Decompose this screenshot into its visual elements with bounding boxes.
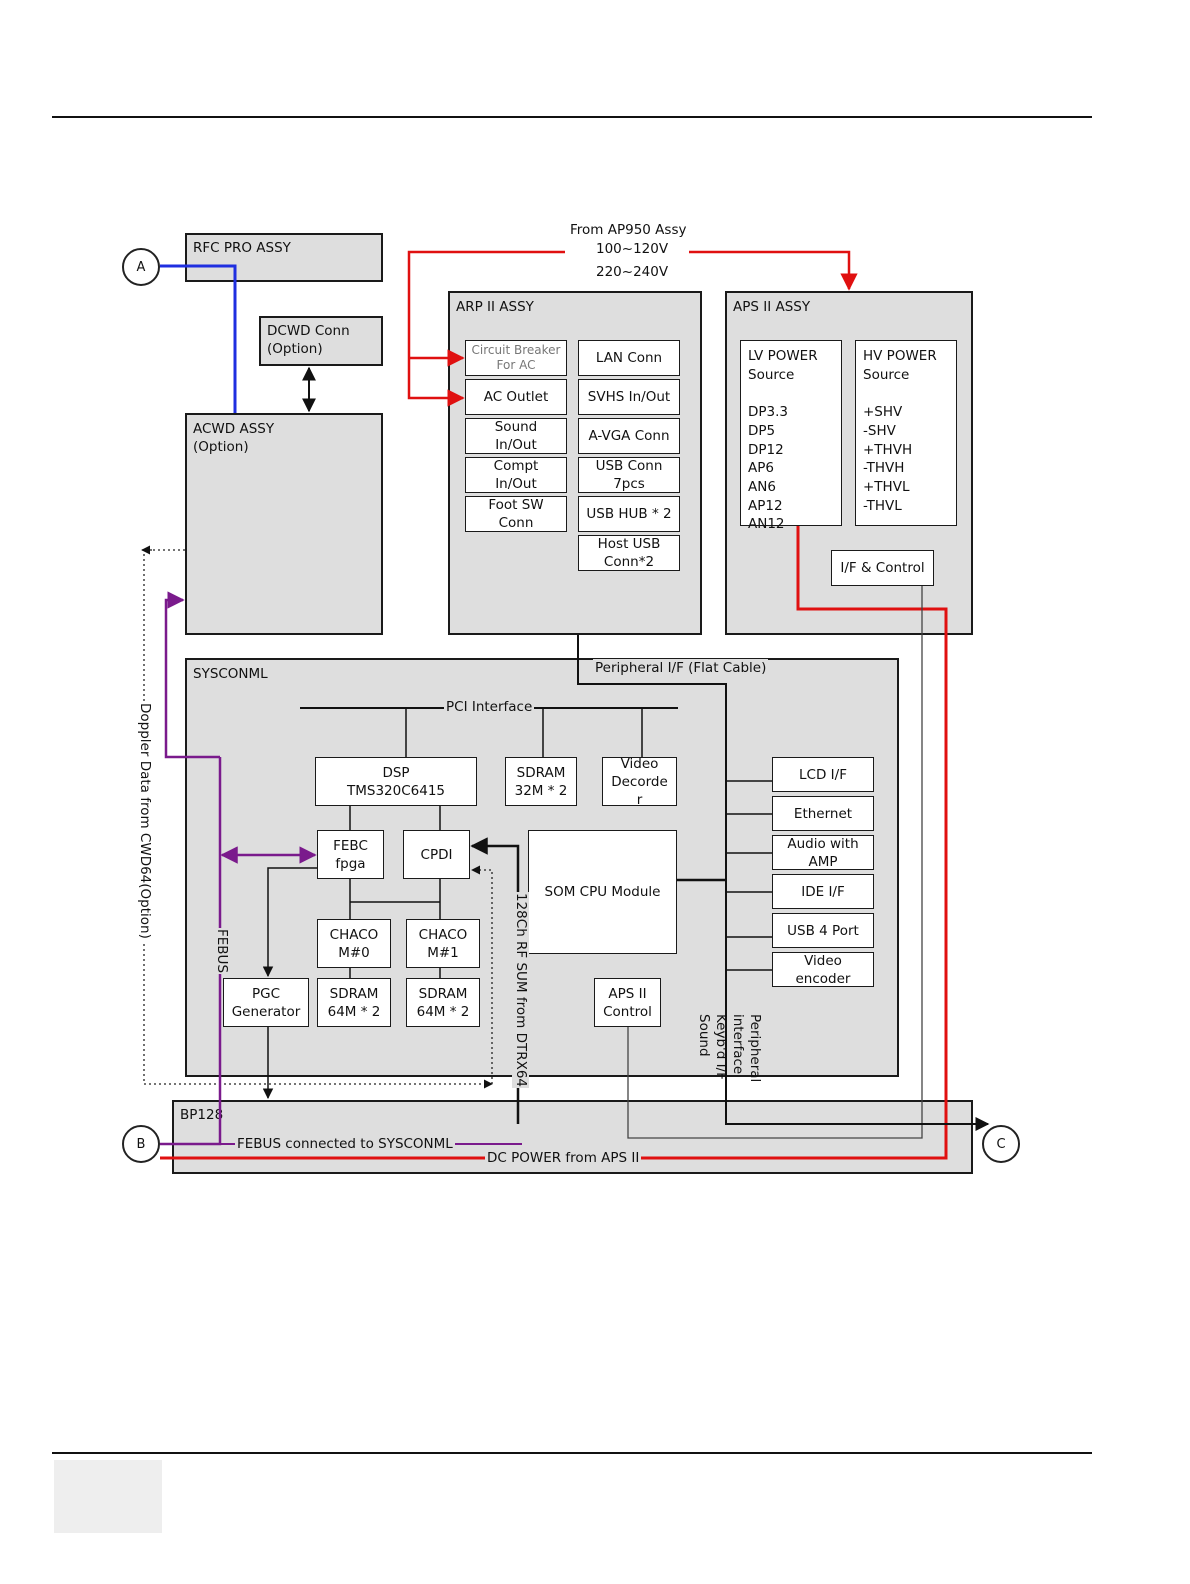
ac-outlet-box: AC Outlet [465, 379, 567, 415]
usb-4-port-box: USB 4 Port [772, 913, 874, 948]
if-control-box: I/F & Control [831, 550, 934, 586]
doppler-to-cpdi-dotted [471, 865, 493, 1084]
power-voltage-2: 220~240V [594, 263, 671, 281]
hv-power-box [855, 340, 957, 526]
peripheral-interface-label: Peripheral interface Keyb'd I/F Sound [696, 1014, 763, 1083]
ethernet-box: Ethernet [772, 796, 874, 831]
lv-power-label: LV POWER Source DP3.3 DP5 DP12 AP6 AN6 A… [748, 348, 818, 533]
lv-power-box [740, 340, 842, 526]
sound-in-out-box: Sound In/Out [465, 418, 567, 454]
if-control-wire [627, 586, 923, 1139]
aps-ii-control-box: APS II Control [594, 978, 661, 1027]
chaco-m1-box: CHACO M#1 [406, 919, 480, 968]
connector-c: C [982, 1125, 1020, 1163]
som-cpu-module-box: SOM CPU Module [528, 830, 677, 954]
pci-interface-label: PCI Interface [444, 698, 535, 716]
system-block-diagram: SYSCONML BP128 RFC PRO ASSY DCWD Conn (O… [104, 208, 1044, 1200]
doppler-dotted-path [143, 549, 493, 1089]
connector-b: B [122, 1125, 160, 1163]
febus-connected-label: FEBUS connected to SYSCONML [235, 1135, 455, 1153]
dcwd-conn-label: DCWD Conn (Option) [267, 323, 350, 357]
dsp-box: DSP TMS320C6415 [315, 757, 477, 806]
video-decoder-box: Video Decorde r [602, 756, 677, 808]
som-peripheral-branches [726, 780, 772, 971]
chaco-m0-box: CHACO M#0 [317, 919, 391, 968]
pgc-generator-box: PGC Generator [223, 978, 309, 1027]
wiring-layer [141, 250, 990, 1160]
acwd-assy-box [185, 413, 383, 635]
lan-conn-box: LAN Conn [578, 340, 680, 376]
host-usb-conn-box: Host USB Conn*2 [578, 535, 680, 571]
rfc-pro-assy-box [185, 233, 383, 282]
lv-power-wire [160, 526, 948, 1160]
febc-pgc-wire [262, 867, 317, 978]
acwd-assy-label: ACWD ASSY (Option) [193, 421, 275, 455]
cpdi-box: CPDI [403, 830, 470, 879]
usb-hub-box: USB HUB * 2 [578, 496, 680, 532]
sdram-64m-b-box: SDRAM 64M * 2 [406, 978, 480, 1027]
aps-assy-title: APS II ASSY [733, 299, 811, 315]
usb-conn-box: USB Conn 7pcs [578, 457, 680, 493]
peripheral-flat-cable [577, 635, 990, 1131]
circuit-breaker-box: Circuit Breaker For AC [465, 340, 567, 376]
svhs-in-out-box: SVHS In/Out [578, 379, 680, 415]
footer-rule [52, 1452, 1092, 1454]
lcd-if-box: LCD I/F [772, 757, 874, 792]
ac-in-wire-right [689, 250, 858, 291]
connector-a: A [122, 248, 160, 286]
ide-if-box: IDE I/F [772, 874, 874, 909]
doppler-data-label: Doppler Data from CWD64(Option) [136, 701, 153, 941]
video-encoder-box: Video encoder [772, 952, 874, 987]
power-voltage-1: 100~120V [594, 240, 671, 258]
page-number-tab [54, 1460, 162, 1533]
rfc-pro-assy-label: RFC PRO ASSY [193, 240, 291, 256]
ac-in-wire-left [407, 250, 565, 407]
febus-wire [160, 757, 222, 1146]
rf-sum-label: 128Ch RF SUM from DTRX64 [512, 892, 529, 1089]
foot-sw-conn-box: Foot SW Conn [465, 496, 567, 532]
bp128-title: BP128 [180, 1107, 224, 1123]
a-vga-conn-box: A-VGA Conn [578, 418, 680, 454]
dsp-drops [349, 806, 441, 830]
rfc-link-wire [160, 264, 237, 413]
febus-label: FEBUS [213, 928, 230, 975]
arp-assy-title: ARP II ASSY [456, 299, 534, 315]
power-source-label: From AP950 Assy [568, 221, 689, 239]
hv-power-label: HV POWER Source +SHV -SHV +THVH -THVH +T… [863, 348, 937, 514]
header-rule [52, 116, 1092, 118]
peripheral-flat-cable-label: Peripheral I/F (Flat Cable) [593, 659, 769, 677]
sysconml-title: SYSCONML [193, 666, 268, 682]
sdram-64m-a-box: SDRAM 64M * 2 [317, 978, 391, 1027]
dc-power-label: DC POWER from APS II [485, 1149, 642, 1167]
febus-to-acwd-wire [164, 591, 220, 759]
pci-drops [405, 708, 643, 757]
chaco-links [349, 879, 441, 978]
febc-fpga-box: FEBC fpga [317, 830, 384, 879]
audio-amp-box: Audio with AMP [772, 835, 874, 870]
dcwd-conn-box [259, 316, 383, 366]
compt-in-out-box: Compt In/Out [465, 457, 567, 493]
sdram-32m-box: SDRAM 32M * 2 [505, 757, 577, 806]
